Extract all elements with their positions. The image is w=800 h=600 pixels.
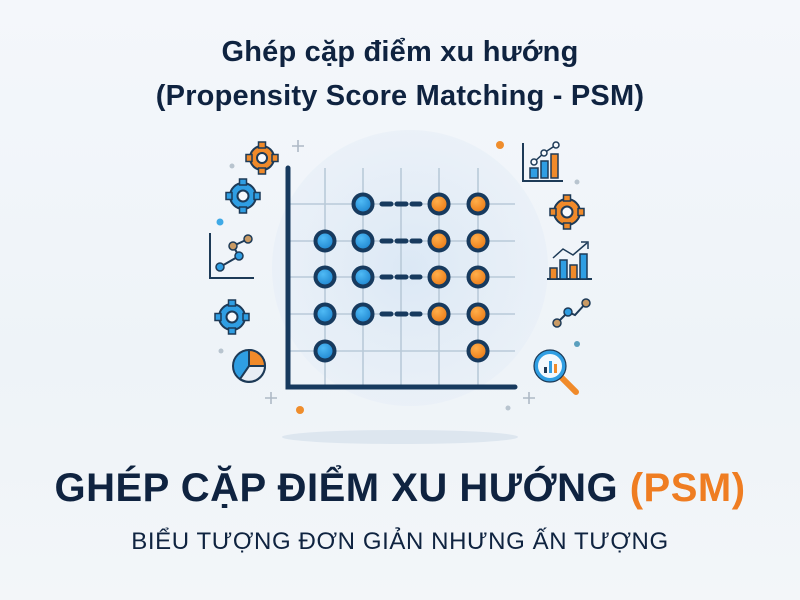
- subheadline: BIỂU TƯỢNG ĐƠN GIẢN NHƯNG ẤN TƯỢNG: [131, 528, 669, 555]
- headline: GHÉP CẶP ĐIỂM XU HƯỚNG (PSM): [0, 466, 800, 511]
- headline-accent: (PSM): [629, 466, 746, 510]
- orange-dot: [466, 265, 490, 289]
- background-halo: [272, 130, 548, 406]
- page-title-line2: (Propensity Score Matching - PSM): [155, 80, 645, 112]
- orange-dot: [466, 229, 490, 253]
- blue-dot: [313, 339, 337, 363]
- blue-dot: [351, 265, 375, 289]
- headline-main: GHÉP CẶP ĐIỂM XU HƯỚNG: [54, 466, 630, 510]
- bar-line-chart-icon: [522, 141, 563, 182]
- blue-dot: [313, 265, 337, 289]
- blue-dot: [351, 229, 375, 253]
- control-points: [427, 192, 490, 363]
- orange-dot: [427, 229, 451, 253]
- match-links: [379, 201, 423, 317]
- blue-dot: [313, 302, 337, 326]
- trend-bar-chart-icon: [547, 241, 592, 280]
- line-chart-icon: [209, 233, 254, 279]
- orange-dot: [466, 192, 490, 216]
- gear-icon: [225, 178, 261, 214]
- gear-icon: [245, 141, 279, 175]
- page-title-line1: Ghép cặp điểm xu hướng: [221, 36, 579, 68]
- orange-dot: [427, 302, 451, 326]
- blue-dot: [351, 192, 375, 216]
- orange-dot: [427, 265, 451, 289]
- pie-chart-icon: [232, 348, 267, 383]
- blue-dot: [313, 229, 337, 253]
- blue-dot: [351, 302, 375, 326]
- gear-icon: [214, 299, 250, 335]
- treated-points: [313, 192, 375, 363]
- orange-dot: [466, 302, 490, 326]
- line-nodes-icon: [552, 298, 591, 328]
- chart-axes: [285, 165, 518, 390]
- orange-dot: [427, 192, 451, 216]
- ground-shadow: [282, 430, 518, 444]
- decor-sparkles: [216, 140, 580, 414]
- magnifier-chart-icon: [533, 349, 579, 395]
- gear-icon: [549, 194, 585, 230]
- orange-dot: [466, 339, 490, 363]
